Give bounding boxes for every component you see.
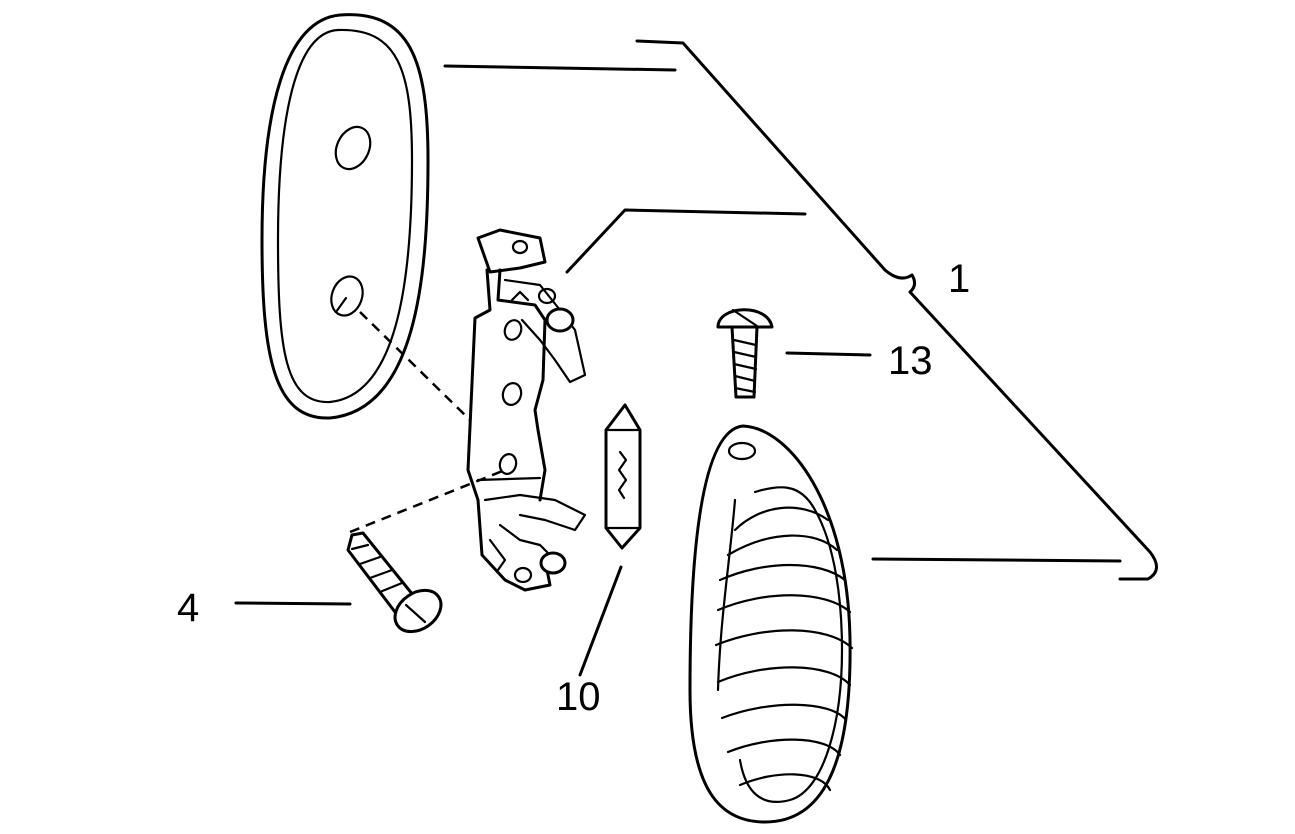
festoon-bulb [604,403,642,550]
large-screw-leader-line [234,601,352,606]
small-screw [716,308,774,399]
bulb-leader-line [578,565,623,677]
callout-assembly-label: 1 [948,257,970,301]
callout-bulb-label: 10 [556,675,601,719]
assembly-bracket-line [443,39,1158,581]
ribbed-housing [688,424,854,824]
alignment-dashes [349,311,506,534]
holder-leader-line [565,208,807,274]
callout-large-screw-label: 4 [177,586,199,630]
lens-cover [260,13,430,420]
large-screw [346,531,443,634]
small-screw-leader-line [785,351,872,357]
callout-small-screw-label: 13 [888,339,933,383]
bulb-holder [466,228,587,592]
